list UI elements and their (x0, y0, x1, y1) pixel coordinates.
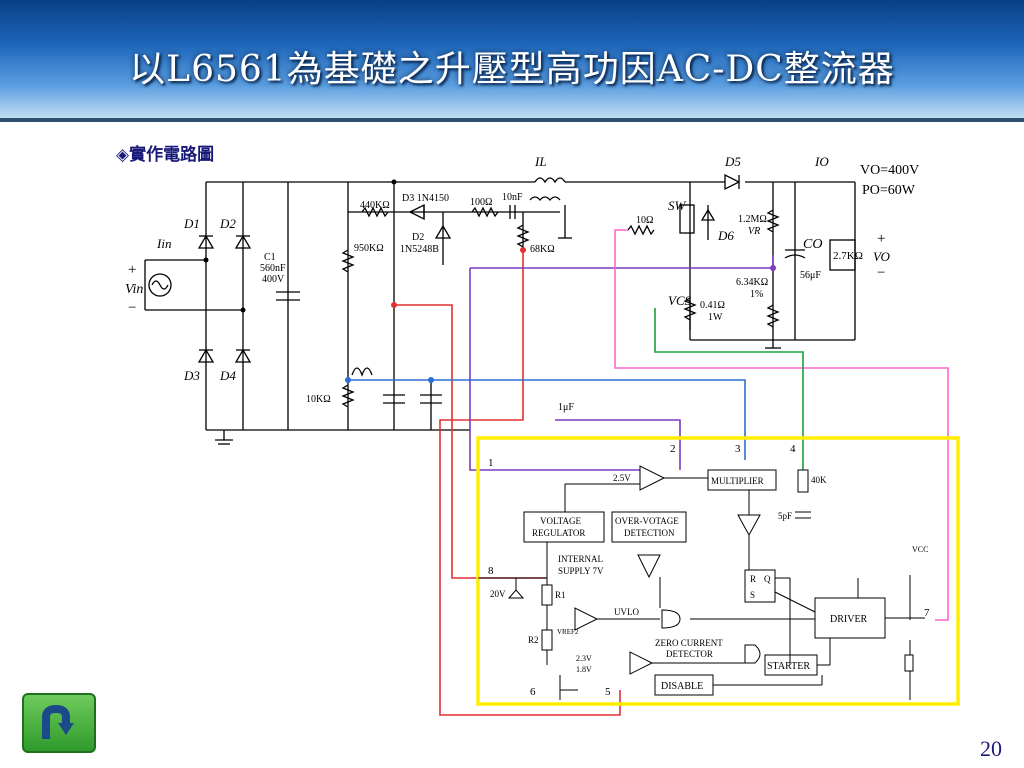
label-il: IL (534, 154, 547, 169)
label-c1: C1 (264, 252, 276, 263)
latch-q: Q (764, 574, 771, 584)
label-supply-7v: SUPPLY 7V (558, 566, 604, 576)
label-d3: D3 (183, 368, 200, 383)
label-100ohm: 100Ω (470, 197, 492, 208)
label-2-7k: 2.7KΩ (833, 250, 863, 262)
label-vref2: VREF2 (557, 628, 579, 636)
label-c1-value: 560nF (260, 263, 286, 274)
title-banner (0, 0, 1024, 122)
label-1-8v: 1.8V (576, 665, 592, 674)
u-turn-arrow-icon (42, 704, 74, 739)
label-d3-1n4150: D3 1N4150 (402, 193, 449, 204)
pin-1: 1 (488, 457, 494, 469)
block-starter: STARTER (767, 661, 810, 672)
latch-s: S (750, 590, 755, 600)
block-ovd-1: OVER-VOTAGE (615, 516, 679, 526)
pin-2: 2 (670, 443, 676, 455)
section-heading: ◈實作電路圖 (116, 145, 215, 165)
latch-r: R (750, 574, 756, 584)
block-zcd-2: DETECTOR (666, 649, 713, 659)
label-5pf: 5pF (778, 511, 792, 521)
label-d4: D4 (219, 368, 236, 383)
label-d5: D5 (724, 154, 741, 169)
label-1-percent: 1% (750, 289, 763, 300)
label-d2: D2 (219, 216, 236, 231)
label-vo-minus: − (877, 265, 885, 281)
label-56uf: 56μF (800, 270, 821, 281)
label-40k: 40K (811, 475, 827, 485)
block-multiplier: MULTIPLIER (711, 476, 764, 486)
label-1w: 1W (708, 312, 723, 323)
pin-5: 5 (605, 686, 611, 698)
label-vin: Vin (125, 282, 143, 297)
return-button[interactable] (22, 693, 96, 753)
label-2-5v: 2.5V (613, 473, 631, 483)
label-io: IO (814, 154, 829, 169)
pin-7: 7 (924, 607, 930, 619)
block-disable: DISABLE (661, 681, 703, 692)
label-1uf: 1μF (558, 402, 574, 413)
label-r2: R2 (528, 635, 539, 645)
label-po-60: PO=60W (862, 183, 916, 198)
label-1-2m: 1.2MΩ (738, 214, 767, 225)
block-voltage-regulator-1: VOLTAGE (540, 516, 581, 526)
label-vr: VR (748, 226, 760, 237)
label-0-41ohm: 0.41Ω (700, 300, 725, 311)
label-950k: 950KΩ (354, 243, 384, 254)
label-10nf: 10nF (502, 192, 523, 203)
label-plus: + (128, 262, 136, 278)
label-c1-rating: 400V (262, 274, 285, 285)
block-zcd-1: ZERO CURRENT (655, 638, 723, 648)
label-sw: SW (668, 198, 687, 213)
label-d2-zener: D2 (412, 232, 424, 243)
label-10k: 10KΩ (306, 394, 331, 405)
label-uvlo: UVLO (614, 607, 639, 617)
label-10ohm: 10Ω (636, 215, 653, 226)
pin-8: 8 (488, 565, 494, 577)
label-20v: 20V (490, 589, 506, 599)
block-voltage-regulator-2: REGULATOR (532, 528, 585, 538)
label-co: CO (803, 237, 822, 252)
label-1n5248b: 1N5248B (400, 244, 439, 255)
label-6-34k: 6.34KΩ (736, 277, 768, 288)
banner-divider (0, 118, 1024, 122)
block-ovd-2: DETECTION (624, 528, 675, 538)
label-vo-400: VO=400V (860, 163, 919, 178)
label-vcs: VCS (668, 293, 692, 308)
label-iin: Iin (156, 236, 171, 251)
label-68k: 68KΩ (530, 244, 555, 255)
label-minus: − (128, 300, 136, 316)
label-internal: INTERNAL (558, 554, 603, 564)
label-2-3v: 2.3V (576, 654, 592, 663)
pin-4: 4 (790, 443, 796, 455)
label-vo-plus: + (877, 231, 885, 247)
label-vo: VO (873, 249, 891, 264)
label-r1: R1 (555, 590, 566, 600)
label-440k: 440KΩ (360, 200, 390, 211)
pin-3: 3 (735, 443, 741, 455)
page-number: 20 (980, 736, 1002, 761)
label-vcc: VCC (912, 545, 928, 554)
label-d1: D1 (183, 216, 200, 231)
label-d6: D6 (717, 228, 734, 243)
pin-6: 6 (530, 686, 536, 698)
slide-title: 以L6561為基礎之升壓型高功因AC-DC整流器 (129, 49, 895, 90)
block-driver: DRIVER (830, 614, 868, 625)
